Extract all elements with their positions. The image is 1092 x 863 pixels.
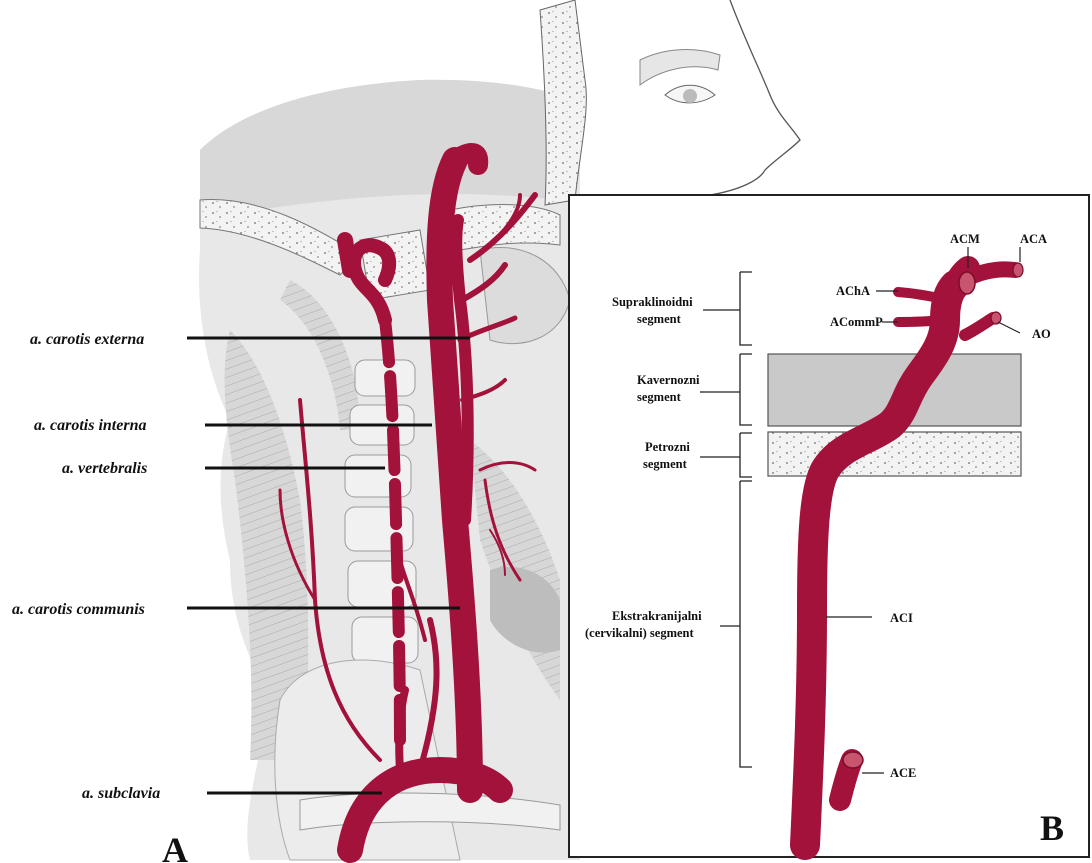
label-carotis-communis: a. carotis communis bbox=[12, 601, 145, 618]
label-acha: AChA bbox=[836, 284, 870, 298]
label-supraklinoidni-2: segment bbox=[637, 312, 682, 326]
label-ekstrakranijalni-1: Ekstrakranijalni bbox=[612, 609, 702, 623]
label-aci: ACI bbox=[890, 611, 913, 625]
label-acm: ACM bbox=[950, 232, 980, 246]
label-ace: ACE bbox=[890, 766, 916, 780]
label-vertebralis: a. vertebralis bbox=[62, 460, 147, 477]
artery-carotis-interna-loop bbox=[455, 153, 478, 165]
acm-cut-end bbox=[959, 272, 975, 294]
aca-branch bbox=[968, 269, 1015, 278]
aca-cut-end bbox=[1013, 263, 1023, 277]
face-profile bbox=[710, 0, 800, 195]
label-ao: AO bbox=[1032, 327, 1051, 341]
label-supraklinoidni-1: Supraklinoidni bbox=[612, 295, 693, 309]
iris bbox=[683, 89, 697, 103]
label-petrozni-2: segment bbox=[643, 457, 688, 471]
eyebrow bbox=[640, 50, 720, 85]
label-petrozni-1: Petrozni bbox=[645, 440, 690, 454]
label-kavernozni-2: segment bbox=[637, 390, 682, 404]
label-kavernozni-1: Kavernozni bbox=[637, 373, 700, 387]
label-acommp: ACommP bbox=[830, 315, 883, 329]
label-ekstrakranijalni-2: (cervikalni) segment bbox=[585, 626, 694, 640]
panel-a-letter: A bbox=[162, 830, 188, 863]
label-subclavia: a. subclavia bbox=[82, 785, 160, 802]
ace-cut-end bbox=[843, 752, 863, 768]
label-carotis-interna: a. carotis interna bbox=[34, 417, 146, 434]
panel-b-letter: B bbox=[1040, 808, 1064, 848]
label-carotis-externa: a. carotis externa bbox=[30, 331, 144, 348]
label-aca: ACA bbox=[1020, 232, 1047, 246]
acommp-branch bbox=[898, 320, 940, 322]
panel-b: Supraklinoidni segment Kavernozni segmen… bbox=[569, 195, 1089, 857]
